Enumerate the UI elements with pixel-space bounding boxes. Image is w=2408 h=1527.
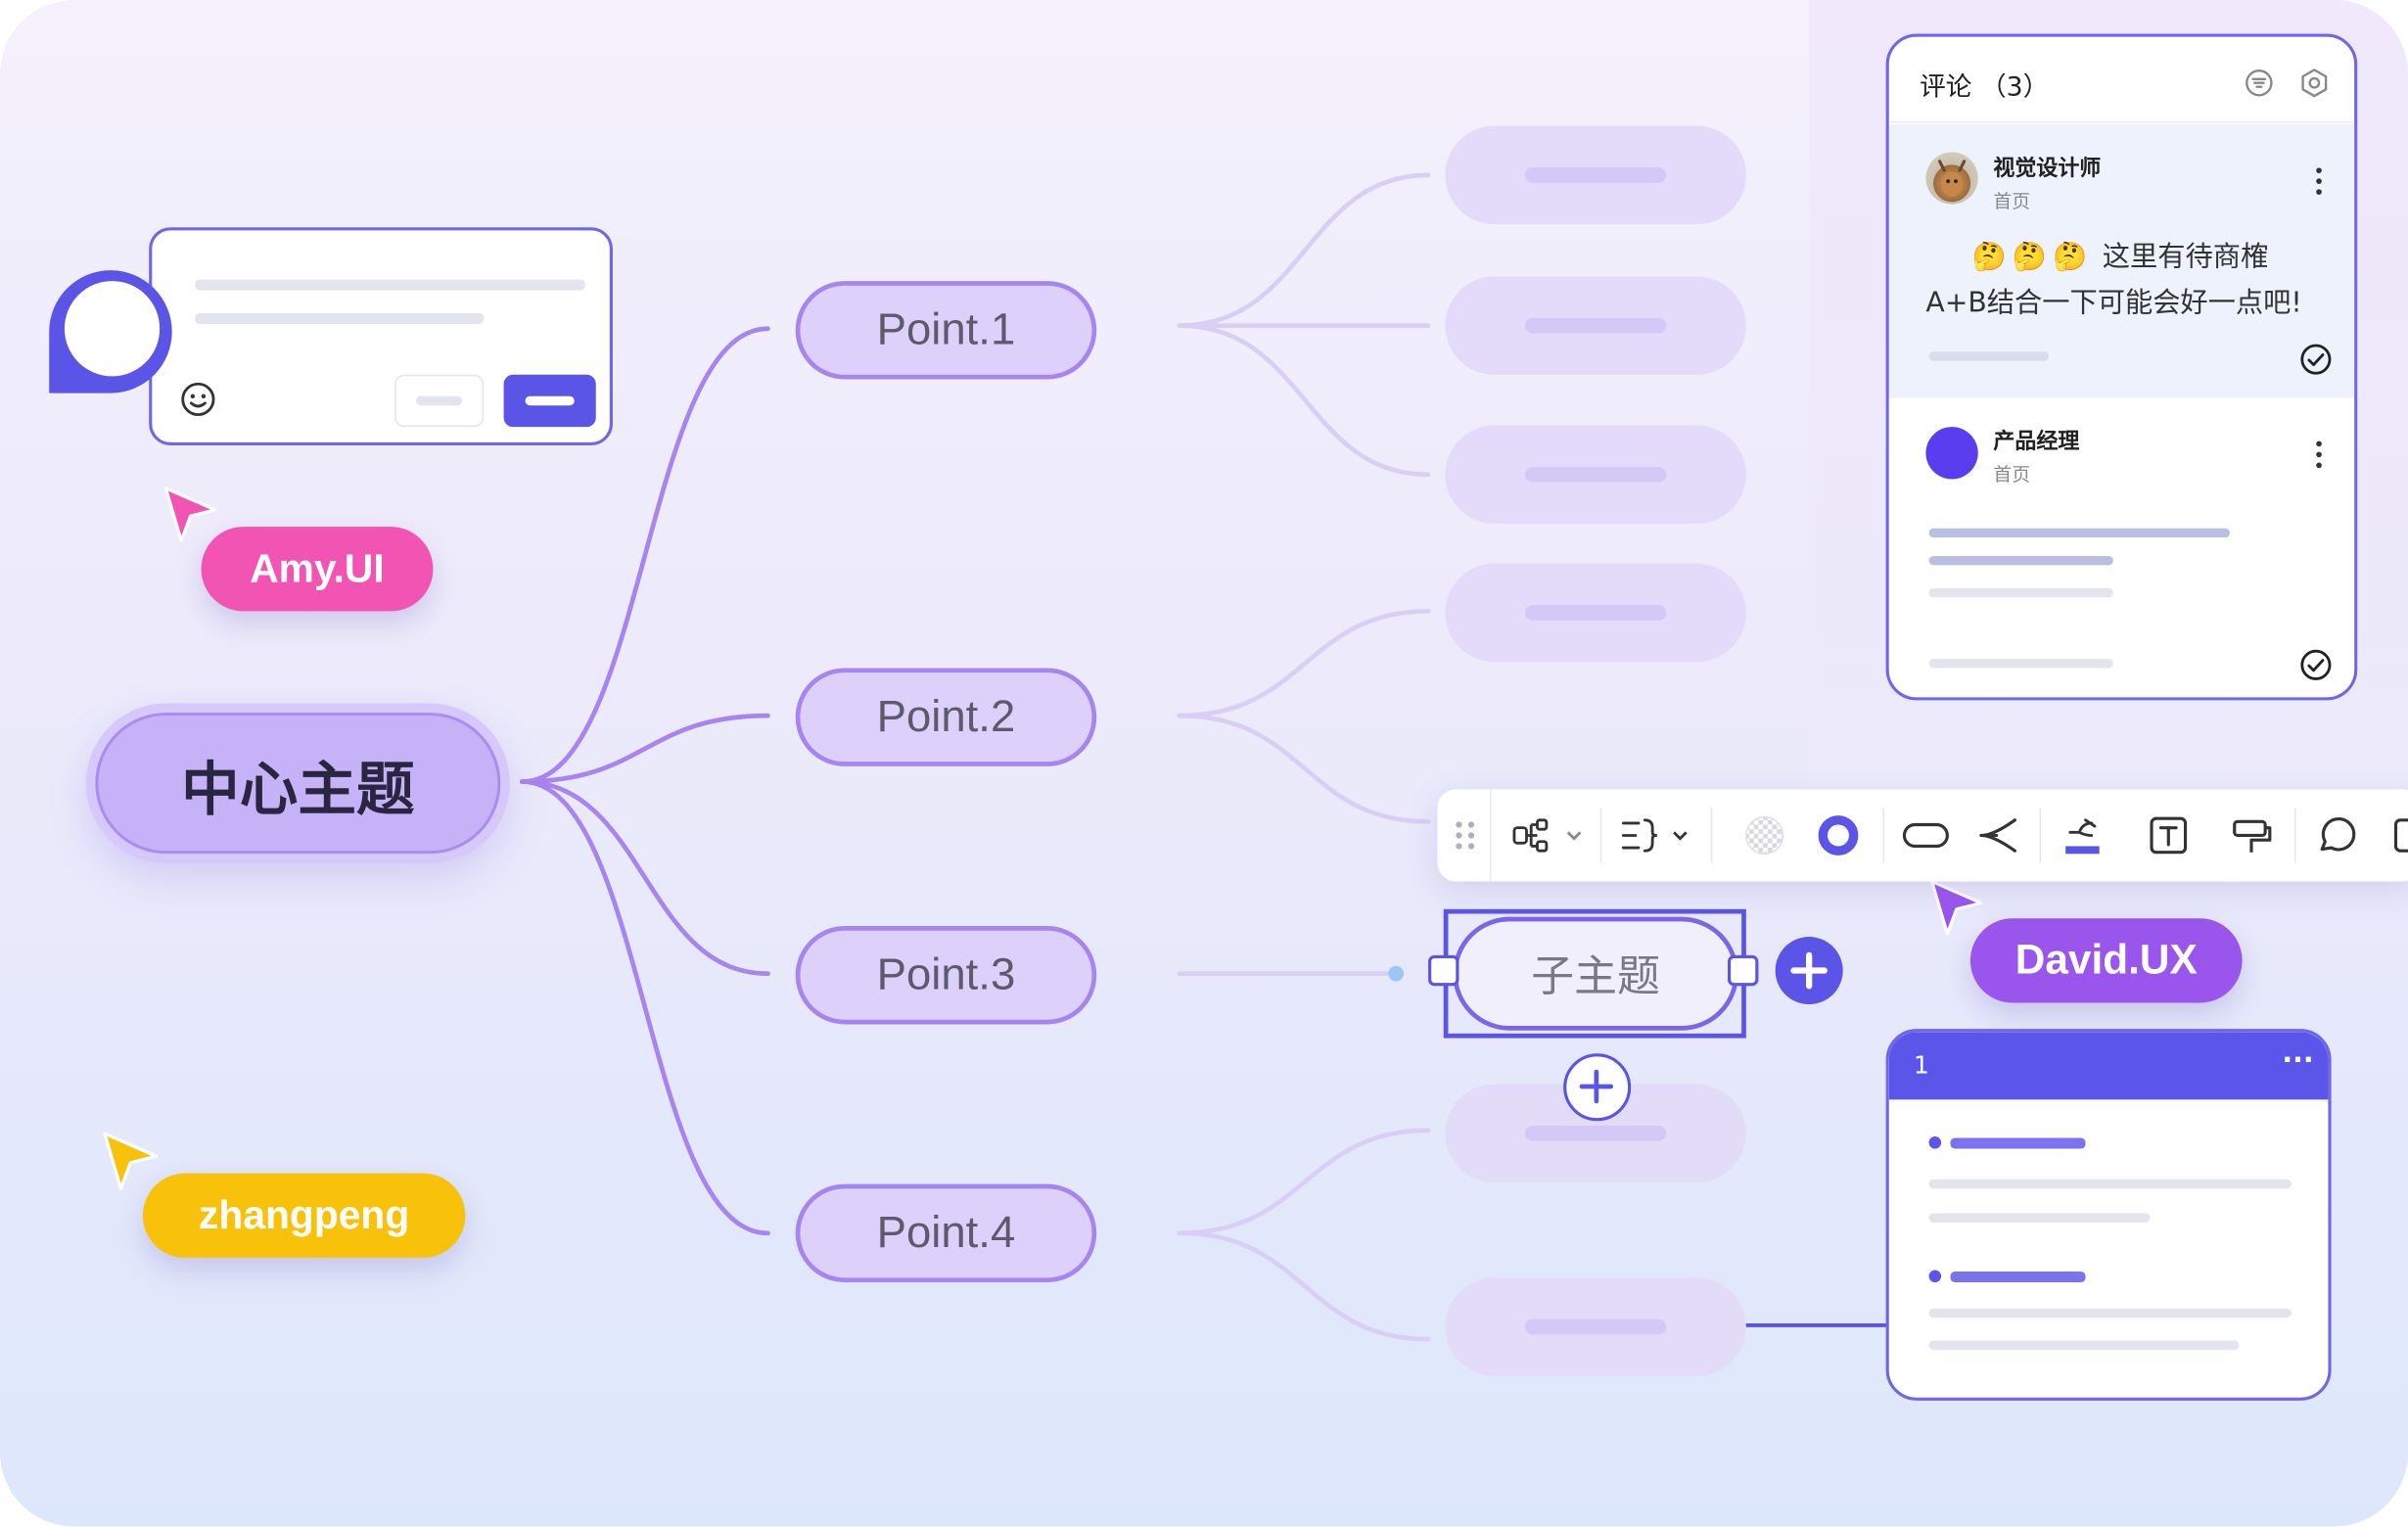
node-toolbar <box>1437 789 2408 882</box>
note-card-menu-icon[interactable]: ··· <box>2282 1043 2314 1077</box>
comment-text-line-1: 🤔🤔🤔 这里有待商榷 <box>1971 241 2269 274</box>
note-card[interactable]: 1 ··· <box>1885 1029 2332 1401</box>
send-button[interactable] <box>503 374 596 428</box>
layout-icon[interactable] <box>1508 810 1592 859</box>
bullet-icon <box>1928 1270 1942 1283</box>
comment-location: 首页 <box>1993 463 2031 486</box>
leaf-node[interactable] <box>1445 276 1746 375</box>
comment-author: 视觉设计师 <box>1993 157 2102 182</box>
text-icon[interactable] <box>2144 810 2193 859</box>
resize-handle-left[interactable] <box>1428 954 1459 987</box>
cursor-label-david: David.UX <box>1969 918 2243 1003</box>
bullet-icon <box>1928 1135 1942 1149</box>
point-4-node[interactable]: Point.4 <box>795 1183 1097 1283</box>
resolve-check-icon[interactable] <box>2297 341 2335 378</box>
note-card-number: 1 <box>1913 1050 1929 1080</box>
drag-handle-icon[interactable] <box>1444 810 1487 859</box>
emoji-reactions: 🤔🤔🤔 <box>1971 241 2094 274</box>
comment-input-card[interactable] <box>149 227 613 445</box>
comment-item[interactable]: 产品经理 首页 <box>1888 398 2355 698</box>
point-1-node[interactable]: Point.1 <box>795 281 1097 380</box>
comments-header: 评论 （3） <box>1888 37 2355 123</box>
leaf-node[interactable] <box>1445 563 1746 663</box>
add-child-button[interactable] <box>1563 1053 1632 1122</box>
shape-icon[interactable] <box>1898 810 1953 859</box>
resize-handle-right[interactable] <box>1728 954 1759 987</box>
leaf-node[interactable] <box>1445 125 1746 225</box>
branch-style-icon[interactable] <box>1971 810 2020 859</box>
comment-bubble-icon[interactable] <box>49 270 172 393</box>
format-painter-icon[interactable] <box>2227 810 2276 859</box>
border-color-icon[interactable] <box>1814 810 1863 859</box>
comments-title: 评论 （3） <box>1920 71 2050 104</box>
comment-author: 产品经理 <box>1993 430 2080 455</box>
more-vertical-icon[interactable] <box>2306 164 2331 199</box>
deer-avatar-icon <box>1937 160 1967 197</box>
more-icon[interactable] <box>2384 810 2408 859</box>
avatar <box>1925 152 1978 205</box>
leaf-node[interactable] <box>1445 425 1746 524</box>
cursor-label-amy: Amy.UI <box>201 527 434 612</box>
point-3-node[interactable]: Point.3 <box>795 926 1097 1025</box>
line-color-icon[interactable] <box>2058 810 2107 859</box>
add-sibling-button[interactable] <box>1775 937 1843 1005</box>
filter-icon[interactable] <box>2243 66 2277 100</box>
emoji-icon[interactable] <box>180 381 217 418</box>
comment-icon[interactable] <box>2313 810 2362 859</box>
cursor-label-zhangpeng: zhangpeng <box>142 1173 466 1258</box>
comments-panel: 评论 （3） 视觉设计师 <box>1885 33 2358 701</box>
avatar <box>1925 427 1978 480</box>
note-card-header: 1 ··· <box>1888 1032 2329 1100</box>
cursor-pointer-icon <box>103 1132 159 1190</box>
leaf-node[interactable] <box>1445 1277 1746 1376</box>
structure-icon[interactable] <box>1615 810 1698 859</box>
cursor-pointer-icon <box>163 486 217 542</box>
plus-icon <box>1579 1069 1614 1104</box>
more-vertical-icon[interactable] <box>2306 438 2331 472</box>
subtopic-node[interactable]: 子主题 <box>1453 916 1738 1031</box>
point-2-node[interactable]: Point.2 <box>795 668 1097 766</box>
resolve-check-icon[interactable] <box>2297 647 2335 684</box>
fill-transparent-icon[interactable] <box>1740 810 1789 859</box>
center-topic[interactable]: 中心主题 <box>85 703 510 863</box>
comment-item[interactable]: 视觉设计师 首页 🤔🤔🤔 这里有待商榷 A+B结合一下可能会好一点吧! <box>1888 124 2355 398</box>
cancel-button[interactable] <box>394 374 485 428</box>
comment-text-line-2: A+B结合一下可能会好一点吧! <box>1925 287 2302 320</box>
plus-icon <box>1790 951 1828 990</box>
settings-icon[interactable] <box>2297 66 2332 100</box>
cursor-pointer-icon <box>1930 879 1983 936</box>
comment-location: 首页 <box>1993 190 2031 212</box>
